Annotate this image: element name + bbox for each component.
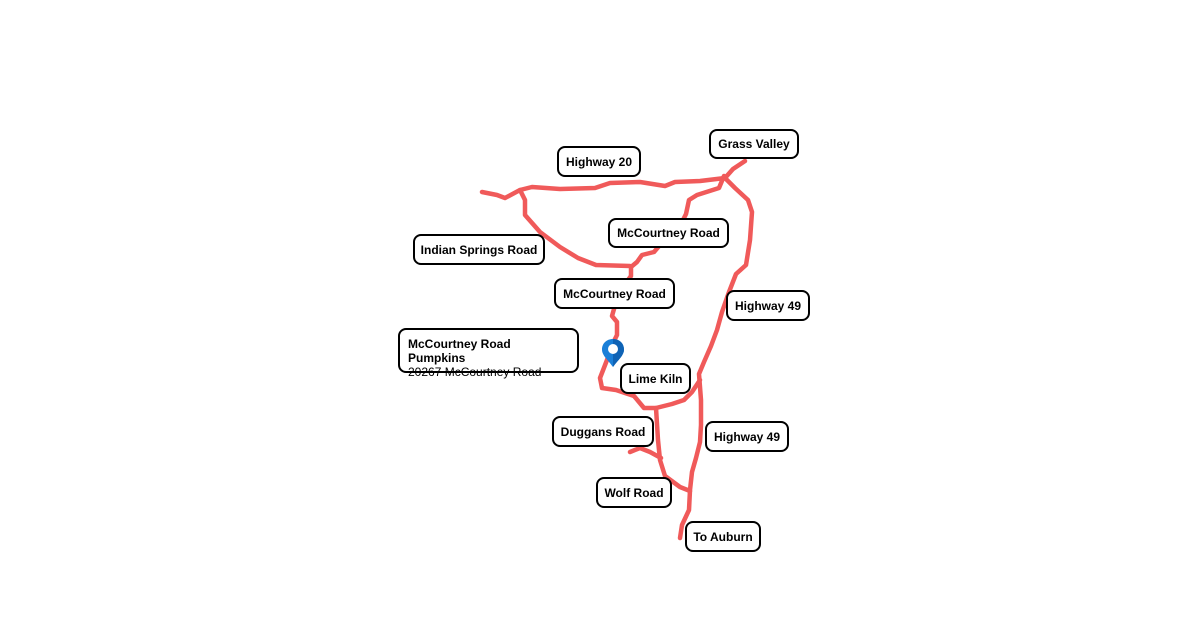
label-mccourtney-road-middle: McCourtney Road — [554, 278, 675, 309]
map-pin-icon[interactable] — [601, 338, 625, 373]
label-highway-20: Highway 20 — [557, 146, 641, 177]
label-grass-valley: Grass Valley — [709, 129, 799, 159]
road-highway-49 — [677, 175, 755, 541]
road-wolf — [653, 405, 693, 494]
label-lime-kiln: Lime Kiln — [620, 363, 691, 394]
label-highway-49-upper: Highway 49 — [726, 290, 810, 321]
poi-callout[interactable]: McCourtney Road Pumpkins 20267 McCourtne… — [398, 328, 579, 379]
label-wolf-road: Wolf Road — [596, 477, 672, 508]
poi-name: McCourtney Road Pumpkins — [408, 337, 511, 365]
label-indian-springs-road: Indian Springs Road — [413, 234, 545, 265]
road-grass-valley — [722, 158, 748, 181]
road-highway-20 — [479, 175, 728, 201]
label-to-auburn: To Auburn — [685, 521, 761, 552]
poi-address: 20267 McCourtney Road — [408, 365, 542, 379]
road-duggans — [627, 445, 664, 461]
road-indian-springs — [517, 187, 633, 269]
label-duggans-road: Duggans Road — [552, 416, 654, 447]
label-highway-49-lower: Highway 49 — [705, 421, 789, 452]
label-mccourtney-road-upper: McCourtney Road — [608, 218, 729, 248]
